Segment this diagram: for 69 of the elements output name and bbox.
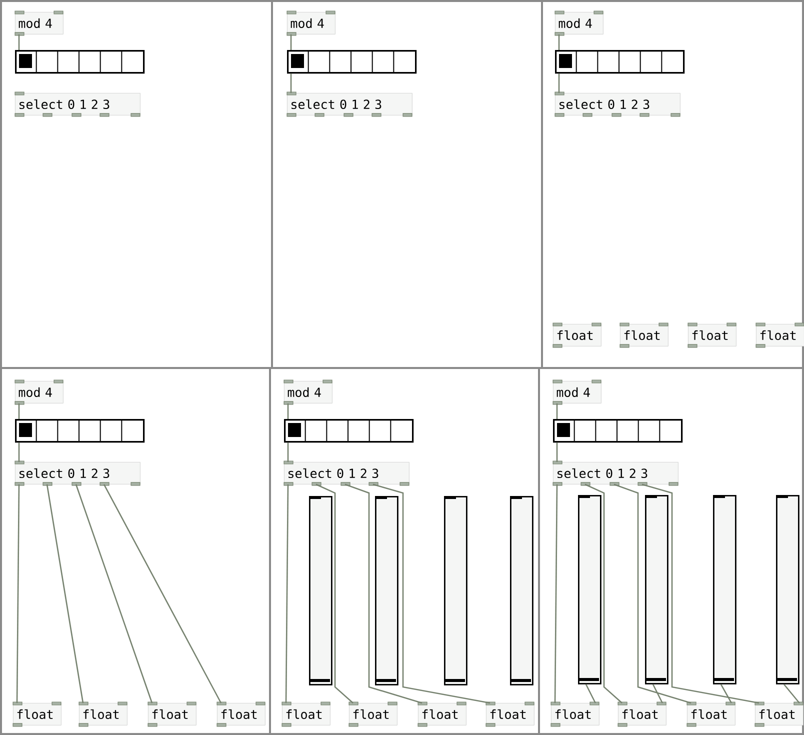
vertical-slider <box>444 496 468 686</box>
patch-cord <box>287 442 289 462</box>
patch-cord <box>18 403 20 419</box>
object-box: mod 4 <box>554 10 604 36</box>
patch-cord <box>614 484 692 704</box>
patch-cord <box>584 484 622 704</box>
object-box: select 0 1 2 3 <box>554 92 680 117</box>
object-box: mod 4 <box>14 380 64 405</box>
patch-cord <box>642 484 760 704</box>
patch-cord <box>16 484 20 703</box>
patch-cord <box>18 34 20 50</box>
patch-cord <box>652 684 663 704</box>
patch-cord <box>554 484 558 703</box>
object-box: select 0 1 2 3 <box>14 460 140 486</box>
patch-cord <box>46 484 84 704</box>
vertical-slider <box>510 496 534 686</box>
patch-cord <box>784 684 800 704</box>
radio-button-row <box>284 418 414 443</box>
patch-cord <box>18 442 20 462</box>
object-box: float <box>418 702 466 727</box>
object-box: float <box>552 322 602 348</box>
patch-cord <box>290 34 292 50</box>
patch-cord <box>285 484 289 703</box>
radio-button-row <box>15 50 145 74</box>
vertical-slider <box>578 495 602 684</box>
patch-cord <box>585 684 596 704</box>
object-box: float <box>550 702 600 727</box>
patch-cord <box>290 74 292 93</box>
object-box: float <box>686 702 736 727</box>
object-box: select 0 1 2 3 <box>286 92 412 117</box>
object-box: float <box>148 702 196 727</box>
radio-button-row <box>553 418 683 443</box>
radio-button-row <box>287 50 417 74</box>
object-box: mod 4 <box>14 10 64 36</box>
object-box: float <box>486 702 534 727</box>
patch-cord <box>556 403 558 419</box>
object-box: float <box>78 702 128 727</box>
patch-cord <box>103 484 222 704</box>
patch-cord <box>287 403 289 419</box>
patch-cord <box>372 484 490 704</box>
object-box: float <box>348 702 398 727</box>
vertical-slider <box>776 495 800 684</box>
object-box: select 0 1 2 3 <box>552 460 678 486</box>
object-box: float <box>618 702 666 727</box>
vertical-slider <box>309 496 332 686</box>
patch-cord <box>720 684 732 704</box>
patch-cord <box>556 442 558 462</box>
object-box: float <box>12 702 62 727</box>
object-box: mod 4 <box>286 10 336 36</box>
object-box: float <box>620 322 668 348</box>
radio-button-row <box>15 418 145 443</box>
object-box: float <box>688 322 736 348</box>
vertical-slider <box>375 496 398 686</box>
object-box: mod 4 <box>284 380 332 405</box>
object-box: float <box>216 702 266 727</box>
vertical-slider <box>713 495 736 684</box>
vertical-slider <box>645 495 668 684</box>
object-box: select 0 1 2 3 <box>14 92 140 117</box>
patch-cord <box>558 34 560 50</box>
object-box: float <box>754 702 804 727</box>
patch-cord <box>558 74 560 93</box>
patch-cord <box>344 484 422 704</box>
patch-cord <box>75 484 153 704</box>
object-box: mod 4 <box>552 380 602 405</box>
radio-button-row <box>555 50 685 74</box>
object-box: select 0 1 2 3 <box>284 460 410 486</box>
object-box: float <box>756 322 804 348</box>
patch-cord <box>316 484 354 704</box>
object-box: float <box>282 702 330 727</box>
